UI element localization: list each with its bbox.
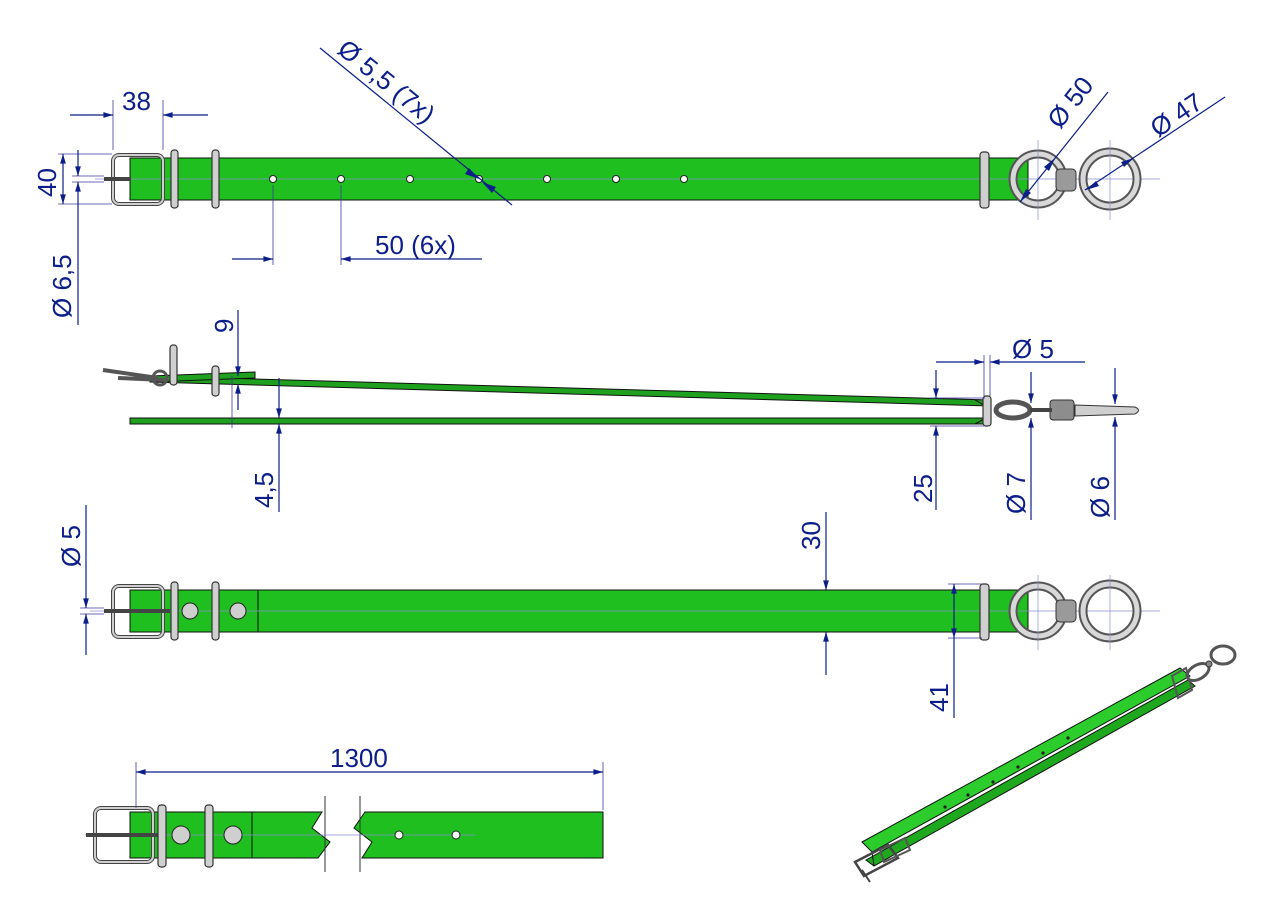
swivel xyxy=(1055,168,1077,192)
ring-side xyxy=(993,399,1033,421)
dim-30: 30 xyxy=(796,521,826,550)
dim-1300: 1300 xyxy=(330,743,388,773)
rivet-hole xyxy=(229,602,247,620)
buckle-iso xyxy=(853,843,900,878)
dim-4-5: 4,5 xyxy=(249,472,279,508)
dim-ring-47: Ø 47 xyxy=(1145,87,1209,143)
ring-iso-small xyxy=(1209,644,1237,666)
isometric-view xyxy=(853,644,1237,883)
iso-holes xyxy=(943,736,1070,809)
dim-9: 9 xyxy=(209,319,239,333)
dim-pin-6-5: Ø 6,5 xyxy=(47,254,77,318)
dim-38: 38 xyxy=(122,86,151,116)
dim-wire-5: Ø 5 xyxy=(1012,334,1054,364)
dim-hole-5: Ø 5 xyxy=(56,525,86,567)
strap-lower-side xyxy=(129,417,991,425)
top-view: 38 40 Ø 6,5 Ø 5,5 (7x) 50 (6x) Ø 50 Ø 4 xyxy=(32,33,1226,325)
keeper-loop xyxy=(979,151,990,209)
buckle-side xyxy=(102,368,166,382)
dim-wire-7: Ø 7 xyxy=(1001,472,1031,514)
rivet-hole xyxy=(181,602,199,620)
length-view: 1300 xyxy=(85,743,604,872)
dim-25: 25 xyxy=(908,474,938,503)
strap-length-right xyxy=(353,811,604,859)
strap-upper-side xyxy=(149,375,991,407)
dim-41: 41 xyxy=(924,683,954,712)
keeper-loop xyxy=(211,149,220,209)
dim-40: 40 xyxy=(32,168,62,197)
ring-side-small xyxy=(1074,404,1139,417)
strap-holes xyxy=(269,175,688,183)
keeper-loop xyxy=(170,149,179,209)
dim-hole-5-5: Ø 5,5 (7x) xyxy=(332,33,441,129)
bottom-view: Ø 5 30 41 xyxy=(56,505,1160,718)
side-view: 9 4,5 25 Ø 5 Ø 7 Ø 6 xyxy=(102,310,1139,520)
dim-ring-50: Ø 50 xyxy=(1041,71,1099,134)
dim-pitch-50: 50 (6x) xyxy=(375,230,456,260)
dim-wire-6: Ø 6 xyxy=(1085,476,1115,518)
strap-iso-top xyxy=(861,667,1191,853)
strap-iso-bottom xyxy=(865,679,1196,867)
